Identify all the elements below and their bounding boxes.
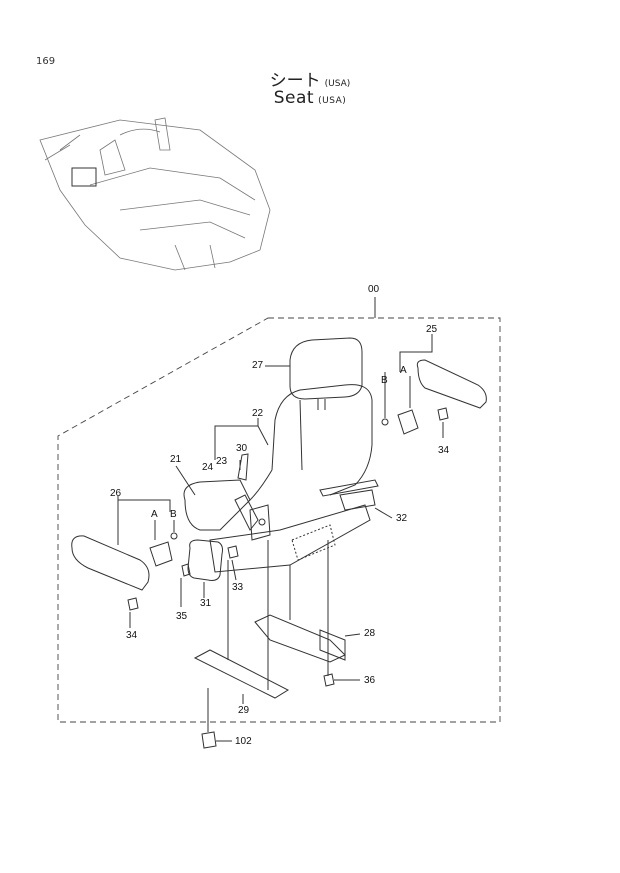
callout-bracket-28: 28	[364, 628, 376, 639]
region-code-en: (USA)	[318, 96, 347, 106]
bolt-36-drawing	[323, 673, 335, 687]
callout-bracket-29: 29	[238, 705, 250, 716]
region-code-jp: (USA)	[324, 79, 351, 89]
assembly-boundary	[57, 317, 501, 723]
page-number: 169	[36, 56, 56, 67]
seat-cushion-drawing	[183, 479, 376, 573]
callout-bolt-102: 102	[235, 736, 252, 747]
lever-assembly-drawing	[234, 453, 271, 541]
bolt-102-drawing	[201, 731, 217, 749]
title-english: Seat(USA)	[0, 88, 620, 108]
title-en-text: Seat	[273, 88, 315, 108]
callout-lever-23: 23	[216, 456, 228, 467]
callout-bolt-34-right: 34	[438, 445, 450, 456]
leader-lines	[117, 334, 444, 742]
callout-lever-24: 24	[202, 462, 214, 473]
callout-bolt-35: 35	[176, 611, 188, 622]
callout-bolt-33: 33	[232, 582, 244, 593]
callout-seat-back: 22	[252, 408, 264, 419]
bolt-33-drawing	[227, 545, 239, 559]
callout-assembly: 00	[368, 284, 380, 295]
bracket-29-drawing	[193, 649, 290, 699]
ref-a-left: A	[151, 509, 158, 520]
callout-armrest-right: 25	[426, 324, 438, 335]
callout-armrest-left: 26	[110, 488, 122, 499]
bracket-28-side	[319, 629, 346, 661]
callout-seat-cushion: 21	[170, 454, 182, 465]
callout-bolt-36: 36	[364, 675, 376, 686]
bolt-35-drawing	[181, 563, 191, 577]
headrest-drawing	[289, 337, 363, 410]
right-armrest-drawing	[381, 359, 487, 435]
callout-lever-30: 30	[236, 443, 248, 454]
callout-rail-32: 32	[396, 513, 408, 524]
title-japanese: シート(USA)	[0, 66, 620, 91]
callout-plate-31: 31	[200, 598, 212, 609]
seat-back-drawing	[249, 384, 373, 501]
title-jp-text: シート	[269, 71, 321, 91]
plate-31-drawing	[187, 539, 223, 581]
left-armrest-drawing	[71, 532, 178, 611]
ref-b-right: B	[381, 375, 388, 386]
ref-a-right: A	[400, 365, 407, 376]
ref-b-left: B	[170, 509, 177, 520]
callout-headrest: 27	[252, 360, 264, 371]
machine-location-sketch	[39, 117, 271, 271]
rail-32-drawing	[319, 479, 379, 497]
callout-bolt-34-left: 34	[126, 630, 138, 641]
